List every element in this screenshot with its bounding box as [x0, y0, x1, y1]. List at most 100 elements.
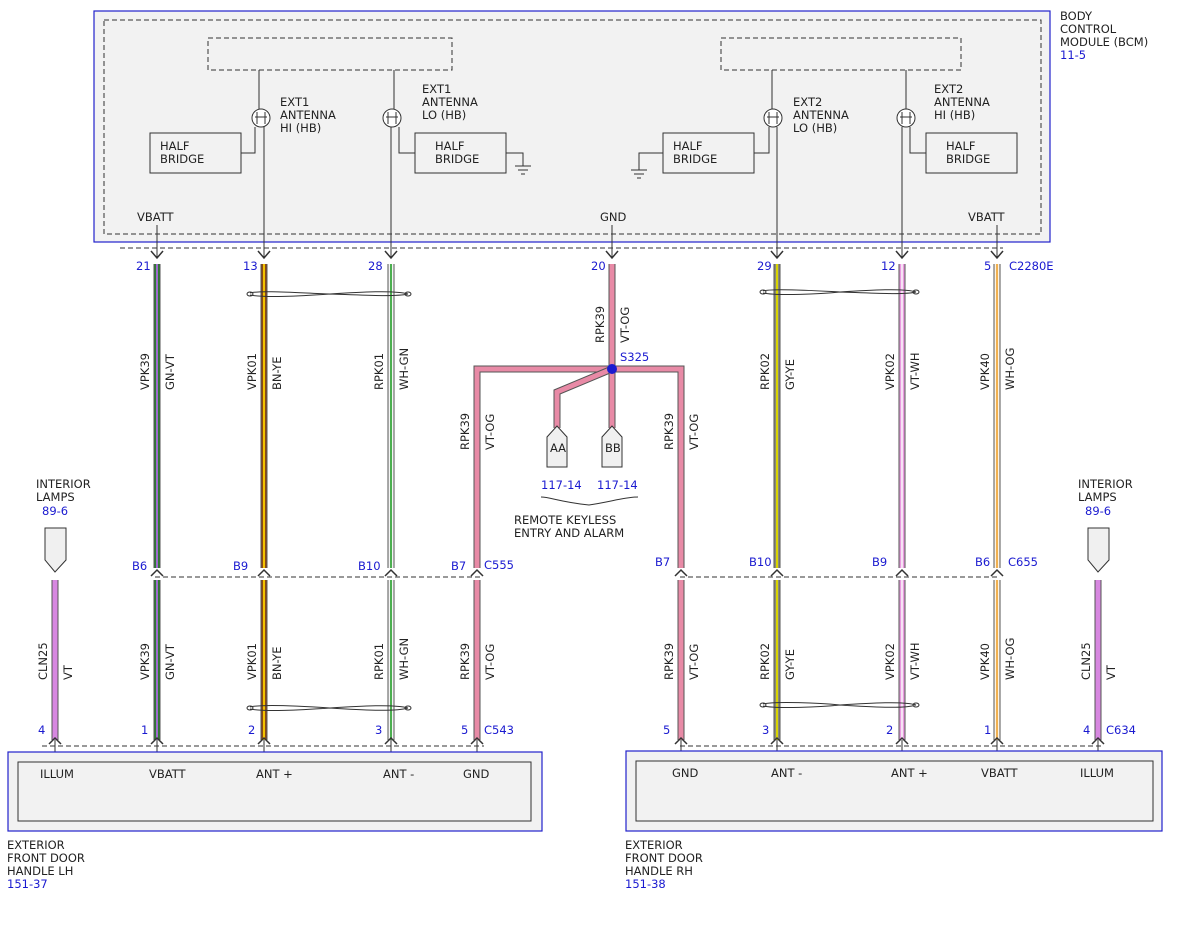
c555-pin: B10 — [358, 559, 381, 573]
arrow-up-icon — [674, 736, 688, 745]
bcm-connector-c2280e[interactable]: C2280E — [1009, 259, 1054, 273]
ext2-lo-label-1: EXT2 — [793, 95, 822, 109]
splice-left-circuit: RPK39 — [458, 413, 472, 450]
rh-terminal: VBATT — [981, 766, 1019, 780]
arrow-up-icon — [990, 568, 1004, 577]
ext1-lo-label-3: LO (HB) — [422, 108, 466, 122]
arrow-up-icon — [470, 568, 484, 577]
lower-wire-group — [48, 568, 1105, 765]
bcm-name-line2: CONTROL — [1060, 22, 1117, 36]
half-bridge-2a: HALF — [435, 139, 465, 153]
wire-color-label: VT-OG — [483, 644, 497, 680]
arrow-up-icon — [1091, 736, 1105, 745]
lh-terminal: GND — [463, 767, 490, 781]
lh-terminal: ILLUM — [40, 767, 74, 781]
splice-dot-icon — [607, 364, 617, 374]
lower-wire-labels: CLN25 VT VPK39 GN-VT VPK01 BN-YE RPK01 W… — [36, 638, 1118, 680]
splice-caption-2: ENTRY AND ALARM — [514, 526, 624, 540]
bcm-pin: 28 — [368, 259, 383, 273]
ext2-lo-label-3: LO (HB) — [793, 121, 837, 135]
bcm-pin: 12 — [881, 259, 896, 273]
wire-color-label: WH-GN — [397, 348, 411, 390]
lh-terminal: ANT + — [256, 767, 293, 781]
ext2-hi-label-2: ANTENNA — [934, 95, 990, 109]
wire-circuit-label: CLN25 — [1079, 642, 1093, 680]
lh-pin: 1 — [141, 723, 148, 737]
interior-lamps-left-l2: LAMPS — [36, 490, 75, 504]
wire-color-label: VT-WH — [908, 642, 922, 680]
wire-color-label: VT — [61, 664, 75, 680]
ext1-hi-label-1: EXT1 — [280, 95, 309, 109]
wire-circuit-label: RPK02 — [758, 353, 772, 390]
splice-name: S325 — [620, 350, 649, 364]
wire-circuit-label: VPK02 — [883, 643, 897, 680]
wire-color-label: WH-OG — [1003, 348, 1017, 390]
wire-color-label: WH-OG — [1003, 638, 1017, 680]
splice-right-circuit: RPK39 — [662, 413, 676, 450]
ref-link-b[interactable]: 117-14 — [597, 478, 638, 492]
lh-name-2: FRONT DOOR — [7, 851, 85, 865]
bcm-gnd: GND — [600, 210, 627, 224]
bcm-pin: 13 — [243, 259, 258, 273]
lh-pin: 2 — [248, 723, 255, 737]
interior-lamps-right-ref[interactable]: 89-6 — [1085, 504, 1111, 518]
c555-name[interactable]: C555 — [484, 558, 514, 572]
interior-lamps-left-ref[interactable]: 89-6 — [42, 504, 68, 518]
wire-circuit-label: RPK39 — [593, 306, 607, 343]
twisted-pair-marker — [246, 701, 920, 712]
half-bridge-3a: HALF — [673, 139, 703, 153]
lh-pin: 4 — [38, 723, 45, 737]
arrow-up-icon — [770, 736, 784, 745]
c655-name[interactable]: C655 — [1008, 555, 1038, 569]
connector-flag-icon — [44, 527, 67, 573]
ext1-hi-label-2: ANTENNA — [280, 108, 336, 122]
wire-circuit-label: VPK01 — [245, 643, 259, 680]
wire-circuit-label: RPK39 — [458, 643, 472, 680]
rh-pin: 3 — [762, 723, 769, 737]
wire-color-label: BN-YE — [270, 646, 284, 680]
splice-right-color: VT-OG — [687, 414, 701, 450]
wire-color-label: GY-YE — [783, 649, 797, 680]
rh-terminal: ANT - — [771, 766, 802, 780]
arrow-up-icon — [48, 736, 62, 745]
wire-circuit-label: CLN25 — [36, 642, 50, 680]
ground-icon — [506, 152, 663, 179]
arrow-up-icon — [150, 568, 164, 577]
rh-connector-name[interactable]: C634 — [1106, 723, 1136, 737]
wire-circuit-label: VPK01 — [245, 353, 259, 390]
connector-flag-icon — [1087, 527, 1110, 573]
wire-circuit-label: VPK40 — [978, 643, 992, 680]
rh-terminal: ILLUM — [1080, 766, 1114, 780]
bcm-ref-link[interactable]: 11-5 — [1060, 48, 1086, 62]
connector-bb-label: BB — [605, 441, 621, 455]
bcm-pin: 21 — [136, 259, 151, 273]
lh-pin: 5 — [461, 723, 468, 737]
arrow-up-icon — [674, 568, 688, 577]
wire-color-label: GY-YE — [783, 359, 797, 390]
splice-s325: S325 AA BB 117-14 117-14 REMOTE KEYLESS … — [458, 350, 701, 568]
bcm-vbatt-left: VBATT — [137, 210, 175, 224]
interior-lamps-left-l1: INTERIOR — [36, 477, 91, 491]
wire-circuit-label: RPK39 — [662, 643, 676, 680]
ref-link-a[interactable]: 117-14 — [541, 478, 582, 492]
rh-name-3: HANDLE RH — [625, 864, 693, 878]
wire-color-label: VT-OG — [687, 644, 701, 680]
wire-color-label: BN-YE — [270, 356, 284, 390]
rh-terminal: ANT + — [891, 766, 928, 780]
lh-terminal: VBATT — [149, 767, 187, 781]
ext1-lo-label-1: EXT1 — [422, 82, 451, 96]
interior-lamps-right: INTERIOR LAMPS 89-6 — [1078, 477, 1133, 573]
rh-ref-link[interactable]: 151-38 — [625, 877, 666, 891]
lh-ref-link[interactable]: 151-37 — [7, 877, 48, 891]
upper-wire-group — [153, 264, 1001, 568]
splice-left-color: VT-OG — [483, 414, 497, 450]
wire-circuit-label: VPK02 — [883, 353, 897, 390]
rh-pin: 1 — [984, 723, 991, 737]
bcm-module: BODY CONTROL MODULE (BCM) 11-5 EXT1 ANTE… — [93, 9, 1148, 273]
half-bridge-4b: BRIDGE — [946, 152, 990, 166]
lh-connector-name[interactable]: C543 — [484, 723, 514, 737]
interior-lamps-left: INTERIOR LAMPS 89-6 — [36, 477, 91, 573]
bcm-pin: 29 — [757, 259, 772, 273]
splice-caption-1: REMOTE KEYLESS — [514, 513, 616, 527]
